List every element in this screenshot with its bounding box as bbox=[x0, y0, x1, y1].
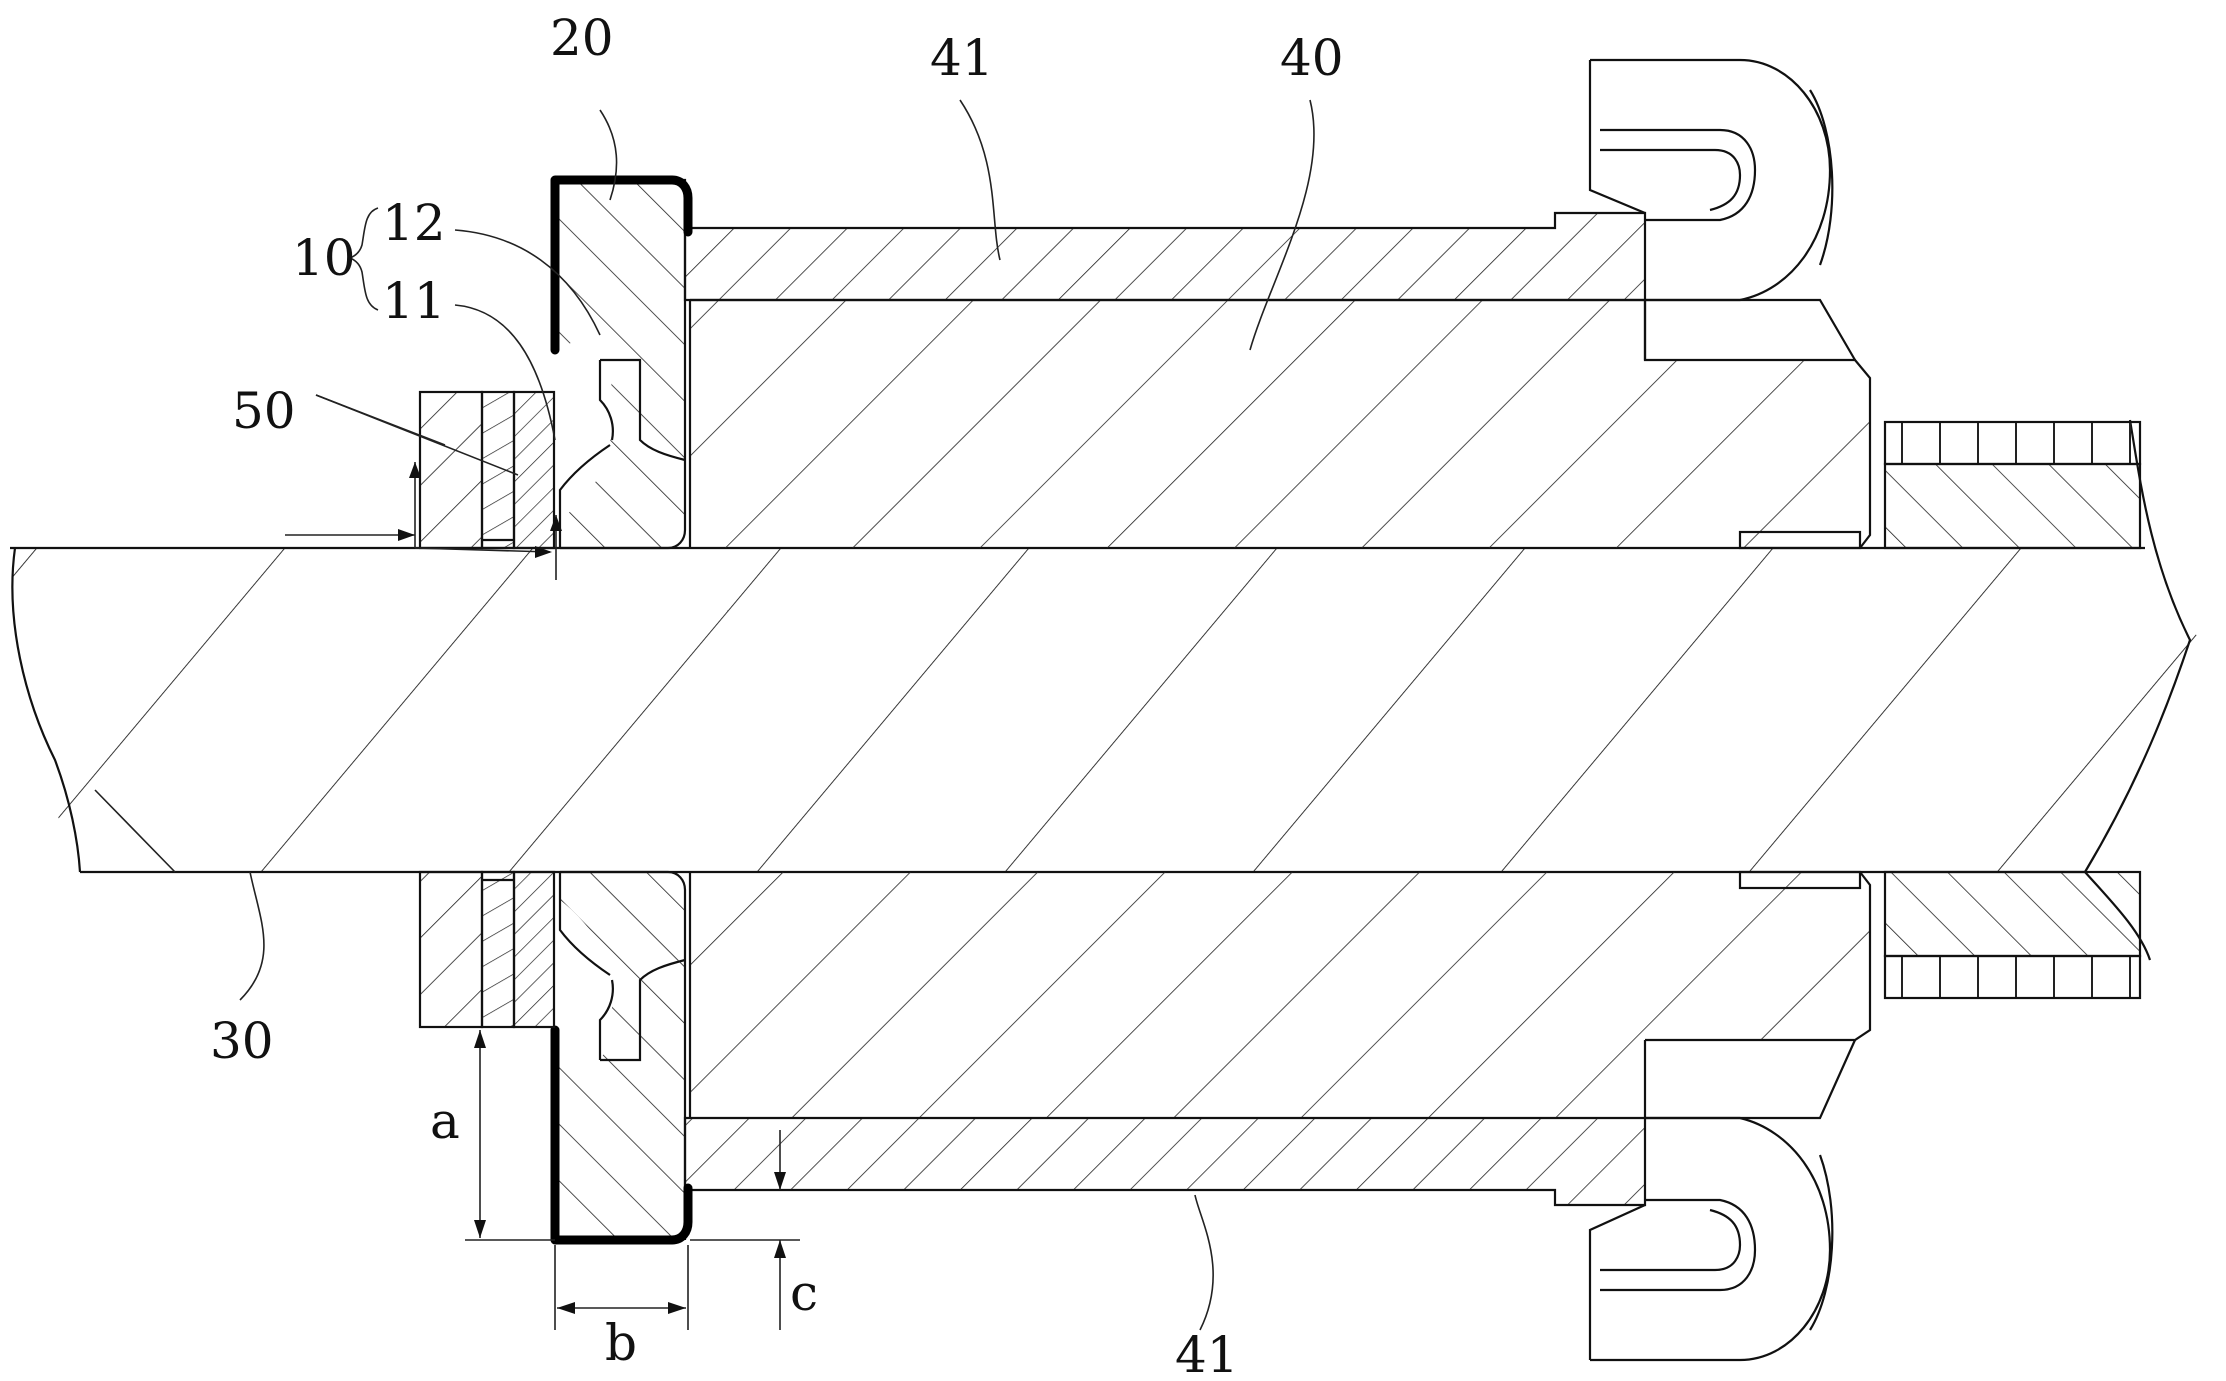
brace-10 bbox=[347, 207, 379, 311]
label-41-top: 41 bbox=[930, 29, 994, 87]
labels: 20 41 40 10 12 11 50 30 a b c 41 bbox=[210, 9, 1344, 1381]
label-12: 12 bbox=[382, 194, 446, 252]
label-40: 40 bbox=[1280, 29, 1344, 87]
ring-20-lower bbox=[550, 870, 693, 1245]
label-30: 30 bbox=[210, 1012, 274, 1070]
seal-50-lower bbox=[418, 870, 556, 1029]
right-part-upper bbox=[1738, 420, 2142, 550]
shell-41-lower bbox=[683, 1116, 1647, 1207]
label-10: 10 bbox=[292, 229, 356, 287]
right-part-lower bbox=[1738, 870, 2142, 1000]
core-40-lower bbox=[688, 871, 1872, 1120]
label-41-bottom: 41 bbox=[1175, 1326, 1239, 1381]
label-b: b bbox=[605, 1314, 637, 1372]
leader-lines bbox=[239, 99, 1315, 1331]
dimension-c bbox=[690, 1130, 800, 1330]
ring-20-upper bbox=[550, 175, 693, 550]
label-c: c bbox=[790, 1264, 818, 1322]
label-a: a bbox=[430, 1092, 460, 1150]
label-50: 50 bbox=[232, 382, 296, 440]
label-11: 11 bbox=[382, 272, 446, 330]
gap-arrows bbox=[285, 462, 562, 580]
hook-lower bbox=[1588, 1116, 1834, 1362]
core-40-upper bbox=[688, 298, 1872, 549]
dimension-a bbox=[465, 1030, 555, 1241]
dimension-b bbox=[554, 1245, 689, 1330]
label-20: 20 bbox=[550, 9, 614, 67]
hook-upper bbox=[1588, 58, 1834, 302]
shell-41-upper bbox=[683, 211, 1647, 302]
seal-50-upper bbox=[418, 390, 556, 550]
